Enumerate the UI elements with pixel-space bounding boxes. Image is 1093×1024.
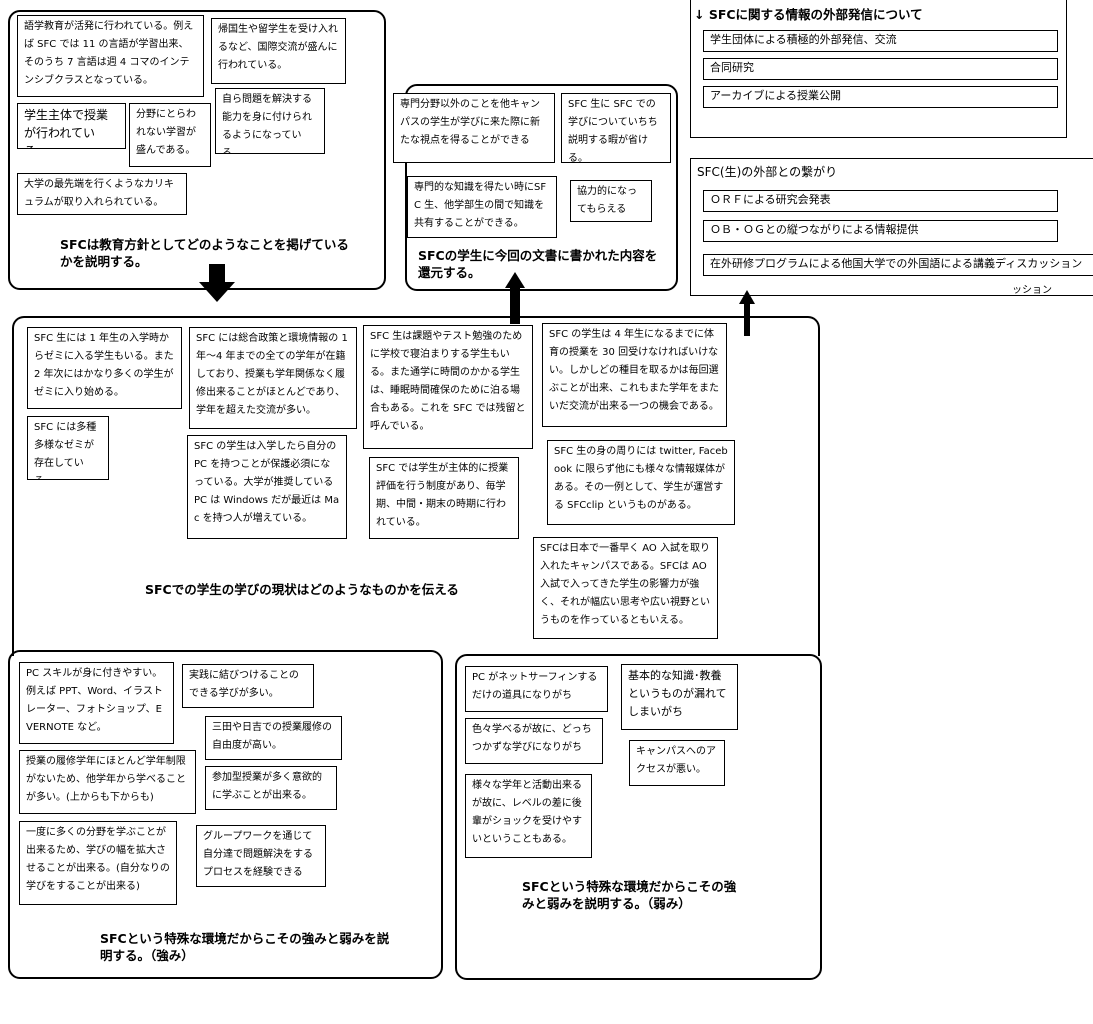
external-info-title-text: SFCに関する情報の外部発信について — [708, 7, 923, 22]
external-info-title: ↓ SFCに関する情報の外部発信について — [694, 7, 923, 22]
note-own-pc: SFC の学生は入学したら自分の PC を持つことが保護必須になっている。大学が… — [187, 435, 347, 539]
note-net-surfing: PC がネットサーフィンするだけの道具になりがち — [465, 666, 608, 712]
note-group-work: グループワークを通じて自分達で問題解決をするプロセスを経験できる — [196, 825, 326, 887]
note-new-perspective: 専門分野以外のことを他キャンパスの学生が学びに来た際に新たな視点を得ることができ… — [393, 93, 555, 163]
external-info-item-3: アーカイブによる授業公開 — [703, 86, 1058, 108]
note-advanced-curriculum: 大学の最先端を行くようなカリキュラムが取り入れられている。 — [17, 173, 187, 215]
arrow-up-icon — [505, 272, 525, 324]
note-mita-hiyoshi: 三田や日吉での授業履修の自由度が高い。 — [205, 716, 342, 760]
weaknesses-group — [455, 654, 822, 980]
note-share-knowledge: 専門的な知識を得たい時にSFC 生、他学部生の間で知識を共有することができる。 — [407, 176, 557, 238]
learning-status-group — [12, 316, 820, 656]
note-zanryu: SFC 生は課題やテスト勉強のために学校で寝泊まりする学生もいる。また通学に時間… — [363, 325, 533, 449]
education-policy-group — [8, 10, 386, 290]
note-broad-learning: 一度に多くの分野を学ぶことが出来るため、学びの幅を拡大させることが出来る。(自分… — [19, 821, 177, 905]
note-pe-classes: SFC の学生は 4 年生になるまでに体育の授業を 30 回受けなければいけない… — [542, 323, 727, 427]
external-connections-panel — [690, 158, 1093, 296]
note-cross-grade: SFC には総合政策と環境情報の 1 年～4 年までの全ての学年が在籍しており、… — [189, 327, 357, 429]
note-language-education: 語学教育が活発に行われている。例えば SFC では 11 の言語が学習出来、その… — [17, 15, 204, 97]
note-missing-basics: 基本的な知識･教養というものが漏れてしまいがち — [621, 664, 738, 730]
strengths-group — [8, 650, 443, 979]
note-cooperation: 協力的になってもらえる — [570, 180, 652, 222]
note-problem-solving: 自ら問題を解決する能力を身に付けられるようになっている。 — [215, 88, 325, 154]
weaknesses-caption: SFCという特殊な環境だからこその強みと弱みを説明する。（弱み） — [522, 879, 737, 911]
note-unfocused-learning: 色々学べるが故に、どっちつかずな学びになりがち — [465, 718, 603, 764]
arrow-down-icon — [199, 264, 235, 302]
note-diverse-seminars: SFC には多種多様なゼミが存在している。 — [27, 416, 109, 480]
note-student-led-classes: 学生主体で授業が行われている。 — [17, 103, 126, 149]
note-seminar-entry: SFC 生には 1 年生の入学時からゼミに入る学生もいる。また 2 年次にはかな… — [27, 327, 182, 409]
education-policy-caption: SFCは教育方針としてどのようなことを掲げているかを説明する。 — [60, 237, 349, 269]
external-info-item-1: 学生団体による積極的外部発信、交流 — [703, 30, 1058, 52]
note-pc-skills: PC スキルが身に付きやすい。例えば PPT、Word、イラストレーター、フォト… — [19, 662, 174, 744]
note-participatory-classes: 参加型授業が多く意欲的に学ぶことが出来る。 — [205, 766, 337, 810]
feedback-caption: SFCの学生に今回の文書に書かれた内容を還元する。 — [418, 248, 658, 280]
external-info-item-2: 合同研究 — [703, 58, 1058, 80]
strengths-caption: SFCという特殊な環境だからこその強みと弱みを説明する。（強み） — [100, 931, 390, 963]
external-connections-overflow: ッション — [1012, 285, 1052, 296]
external-info-panel — [690, 0, 1067, 138]
note-save-explanation: SFC 生に SFC での学びについていちち説明する暇が省ける。 — [561, 93, 671, 163]
note-sfcclip: SFC 生の身の周りには twitter, Facebook に限らず他にも様々… — [547, 440, 735, 525]
external-connections-item-2: ＯＢ・ＯＧとの縦つながりによる情報提供 — [703, 220, 1058, 242]
arrow-up-icon — [739, 290, 755, 336]
note-ao-entrance: SFCは日本で一番早く AO 入試を取り入れたキャンパスである。SFCは AO … — [533, 537, 718, 639]
note-practical-learning: 実践に結びつけることのできる学びが多い。 — [182, 664, 314, 708]
note-interdisciplinary-learning: 分野にとらわれない学習が盛んである。 — [129, 103, 211, 167]
note-international-exchange: 帰国生や留学生を受け入れるなど、国際交流が盛んに行われている。 — [211, 18, 346, 84]
external-connections-item-3: 在外研修プログラムによる他国大学での外国語による講義ディスカッション — [703, 254, 1093, 276]
learning-status-caption: SFCでの学生の学びの現状はどのようなものかを伝える — [145, 582, 459, 597]
note-level-gap: 様々な学年と活動出来るが故に、レベルの差に後輩がショックを受けやすいということも… — [465, 774, 592, 858]
feedback-to-students-group — [405, 84, 678, 291]
note-access-poor: キャンパスへのアクセスが悪い。 — [629, 740, 725, 786]
external-connections-title: SFC(生)の外部との繋がり — [697, 165, 838, 179]
note-no-grade-limit: 授業の履修学年にほとんど学年制限がないため、他学年から学べることが多い。(上から… — [19, 750, 196, 814]
note-class-evaluation: SFC では学生が主体的に授業評価を行う制度があり、毎学期、中間・期末の時期に行… — [369, 457, 519, 539]
external-connections-item-1: ＯＲＦによる研究会発表 — [703, 190, 1058, 212]
